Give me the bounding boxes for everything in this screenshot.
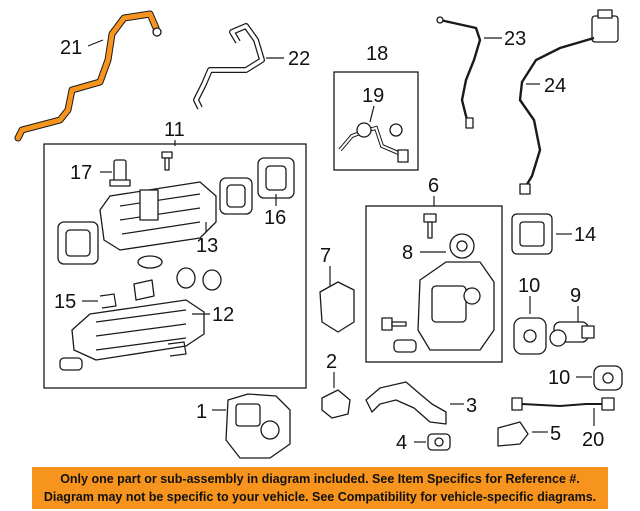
part-1-egr-valve[interactable] — [225, 393, 291, 459]
part-19-valve[interactable] — [338, 122, 409, 163]
part-13-egr-cooler[interactable] — [99, 181, 217, 251]
callout-15: 15 — [54, 291, 76, 313]
callout-1: 1 — [196, 401, 207, 423]
egr-valve-housing[interactable] — [417, 261, 495, 351]
callout-13: 13 — [196, 235, 218, 257]
callout-12: 12 — [212, 304, 234, 326]
part-16-gasket[interactable] — [257, 157, 295, 199]
disclaimer-banner: Only one part or sub-assembly in diagram… — [32, 467, 608, 509]
callout-20: 20 — [582, 429, 604, 451]
o-ring[interactable] — [137, 255, 163, 269]
callout-22: 22 — [288, 48, 310, 70]
disclaimer-line-2: Diagram may not be specific to your vehi… — [43, 490, 597, 504]
disclaimer-line-1: Only one part or sub-assembly in diagram… — [60, 472, 580, 486]
clamp[interactable] — [133, 279, 155, 301]
callout-19: 19 — [362, 85, 384, 107]
o-rings-pair[interactable] — [176, 267, 222, 291]
clamp-lower[interactable] — [167, 341, 187, 357]
part-14-gasket[interactable] — [511, 213, 553, 255]
part-18-box — [333, 71, 419, 171]
gasket-left[interactable] — [57, 221, 99, 265]
part-3-tube[interactable] — [365, 381, 447, 425]
part-10-gasket-lower[interactable] — [593, 365, 623, 391]
callout-18: 18 — [366, 43, 388, 65]
part-9-valve[interactable] — [549, 321, 595, 347]
callout-11: 11 — [164, 119, 185, 141]
part-15-clamp[interactable] — [99, 293, 117, 309]
callout-5: 5 — [550, 423, 561, 445]
tube-insert[interactable] — [393, 339, 417, 353]
callout-4: 4 — [396, 432, 407, 454]
gasket-upper[interactable] — [219, 177, 253, 215]
callout-17: 17 — [70, 162, 92, 184]
callout-2: 2 — [326, 351, 337, 373]
bolt-lower[interactable] — [381, 317, 407, 331]
callout-3: 3 — [466, 395, 477, 417]
part-24-sensor[interactable] — [518, 9, 619, 195]
callout-8: 8 — [402, 242, 413, 264]
callout-10-upper: 10 — [518, 275, 540, 297]
part-5-sensor[interactable] — [497, 421, 529, 447]
bolt[interactable] — [161, 151, 173, 171]
part-22-tube[interactable] — [193, 23, 265, 110]
part-4-gasket[interactable] — [427, 433, 451, 451]
callout-6: 6 — [428, 175, 439, 197]
part-10-gasket[interactable] — [513, 317, 547, 355]
tube-stub[interactable] — [59, 357, 83, 371]
part-7-bracket[interactable] — [319, 281, 355, 333]
callout-9: 9 — [570, 285, 581, 307]
part-20-sensor[interactable] — [511, 397, 615, 411]
part-8-actuator[interactable] — [449, 233, 475, 259]
part-21-highlighted-tube[interactable] — [14, 10, 162, 142]
callout-14: 14 — [574, 224, 596, 246]
callout-21: 21 — [60, 37, 82, 59]
bolt-6[interactable] — [423, 213, 437, 239]
callout-10-lower: 10 — [548, 367, 570, 389]
callout-23: 23 — [504, 28, 526, 50]
part-23-sensor[interactable] — [436, 16, 482, 129]
part-17-sensor[interactable] — [109, 159, 131, 187]
callout-24: 24 — [544, 75, 566, 97]
callout-7: 7 — [320, 245, 331, 267]
part-12-egr-cooler[interactable] — [71, 299, 205, 361]
part-2-gasket[interactable] — [321, 389, 351, 419]
callout-16: 16 — [264, 207, 286, 229]
